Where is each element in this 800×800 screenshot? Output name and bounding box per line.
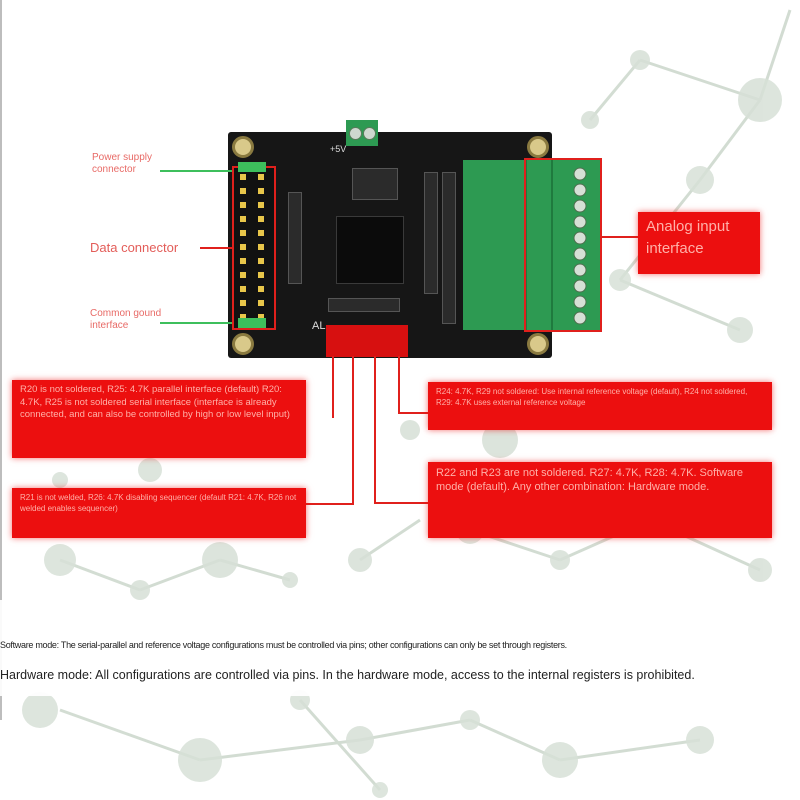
callout-r20-r25: R20 is not soldered, R25: 4.7K parallel …: [12, 380, 306, 458]
leader-c4-h: [374, 502, 430, 504]
power-terminal: [346, 120, 378, 146]
terminal-divider: [525, 160, 527, 330]
resistor-array-left: [288, 192, 302, 284]
terminal-screws: [573, 167, 587, 325]
data-connector-label: Data connector: [90, 240, 179, 255]
callout-r22-r23: R22 and R23 are not soldered. R27: 4.7K,…: [428, 462, 772, 538]
ground-leader-line: [160, 322, 232, 324]
callout-r21-r26-text: R21 is not welded, R26: 4.7K disabling s…: [20, 493, 297, 513]
adc-chip: [336, 216, 404, 284]
analog-leader-line: [602, 236, 638, 238]
mount-hole-top-left: [232, 136, 254, 158]
regulator-component: [352, 168, 398, 200]
notes-panel: [0, 600, 800, 696]
label-5v: +5V: [330, 144, 347, 154]
callout-r20-r25-text: R20 is not soldered, R25: 4.7K parallel …: [20, 384, 290, 420]
config-resistors: [328, 298, 400, 312]
analog-input-outline: [524, 158, 602, 332]
config-resistor-highlight: [326, 325, 408, 357]
label-al: AL: [312, 320, 326, 332]
leader-c3-v: [398, 356, 400, 414]
data-header-pins: [234, 168, 274, 328]
mount-hole-bottom-left: [232, 333, 254, 355]
power-leader-line: [160, 170, 232, 172]
analog-input-text: Analog input interface: [646, 218, 730, 257]
data-connector-outline: [232, 166, 276, 330]
data-leader-line: [200, 247, 232, 249]
leader-c1-v: [332, 356, 334, 418]
analog-input-label: Analog input interface: [638, 212, 760, 274]
power-screw-2: [363, 127, 376, 140]
power-screw-1: [349, 127, 362, 140]
power-supply-label: Power supply connector: [92, 152, 153, 175]
mount-hole-bottom-right: [527, 333, 549, 355]
leader-c3-h: [398, 412, 428, 414]
leader-c4-v: [374, 356, 376, 504]
power-pin-highlight: [238, 162, 266, 172]
callout-r24-r29-text: R24: 4.7K, R29 not soldered: Use interna…: [436, 387, 748, 407]
resistor-array-right-2: [442, 172, 456, 324]
software-mode-note: Software mode: The serial-parallel and r…: [0, 640, 567, 650]
common-ground-label: Common gound interface: [90, 308, 162, 331]
terminal-divider-2: [551, 160, 553, 330]
left-edge-rule: [0, 0, 2, 720]
callout-r22-r23-text: R22 and R23 are not soldered. R27: 4.7K,…: [436, 467, 743, 493]
mount-hole-top-right: [527, 136, 549, 158]
ground-pin-highlight: [238, 318, 266, 328]
leader-c2-h: [306, 503, 354, 505]
leader-c2-v: [352, 356, 354, 504]
hardware-mode-note: Hardware mode: All configurations are co…: [0, 668, 695, 682]
callout-r21-r26: R21 is not welded, R26: 4.7K disabling s…: [12, 488, 306, 538]
resistor-array-right: [424, 172, 438, 294]
callout-r24-r29: R24: 4.7K, R29 not soldered: Use interna…: [428, 382, 772, 430]
